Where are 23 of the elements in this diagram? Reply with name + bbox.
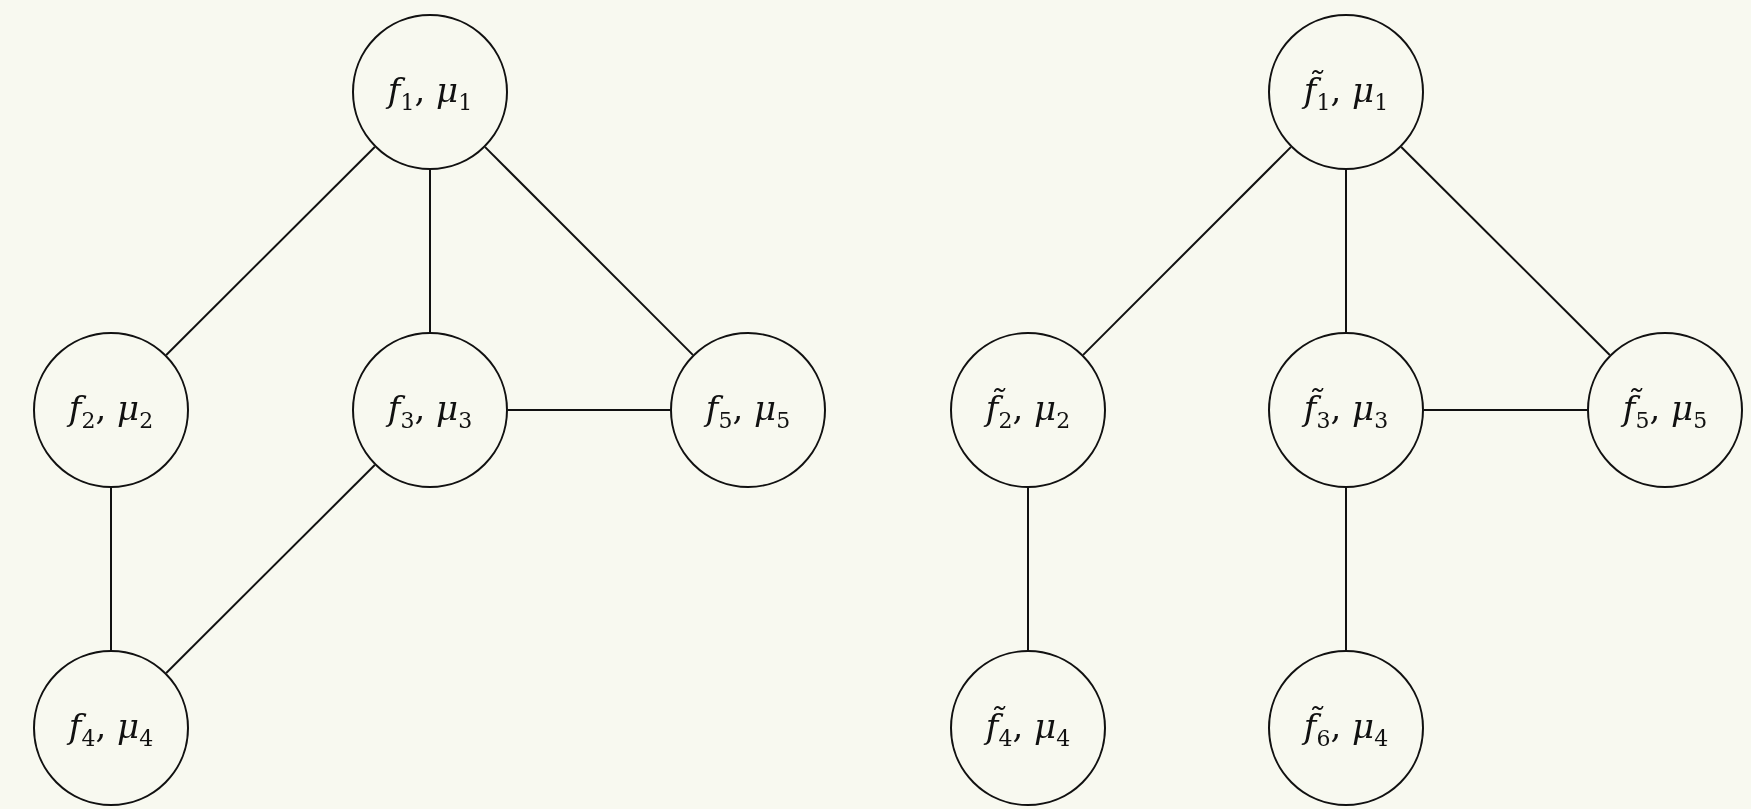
node-label: f$_{5}$, μ$_{5}$ bbox=[705, 387, 791, 433]
connector-line bbox=[1345, 169, 1347, 333]
node-label: f̃$_{3}$, μ$_{3}$ bbox=[1303, 387, 1389, 433]
node-label: f$_{1}$, μ$_{1}$ bbox=[387, 69, 473, 115]
connector-line bbox=[484, 146, 694, 356]
connector-line bbox=[1082, 146, 1292, 356]
connector-line bbox=[1423, 409, 1588, 411]
node-label: f$_{2}$, μ$_{2}$ bbox=[68, 387, 154, 433]
node-label: f̃$_{6}$, μ$_{4}$ bbox=[1303, 705, 1389, 751]
connector-line bbox=[1345, 487, 1347, 651]
node-label: f̃$_{5}$, μ$_{5}$ bbox=[1622, 387, 1708, 433]
node-label: f$_{4}$, μ$_{4}$ bbox=[68, 705, 154, 751]
connector-line bbox=[165, 464, 376, 674]
node-label: f̃$_{2}$, μ$_{2}$ bbox=[985, 387, 1071, 433]
connector-line bbox=[1400, 146, 1611, 356]
connector-line bbox=[1027, 487, 1029, 651]
connector-line bbox=[110, 487, 112, 651]
connector-line bbox=[429, 169, 431, 333]
connector-line bbox=[165, 146, 376, 356]
node-label: f$_{3}$, μ$_{3}$ bbox=[387, 387, 473, 433]
node-label: f̃$_{4}$, μ$_{4}$ bbox=[985, 705, 1071, 751]
connector-line bbox=[507, 409, 671, 411]
node-label: f̃$_{1}$, μ$_{1}$ bbox=[1303, 69, 1389, 115]
